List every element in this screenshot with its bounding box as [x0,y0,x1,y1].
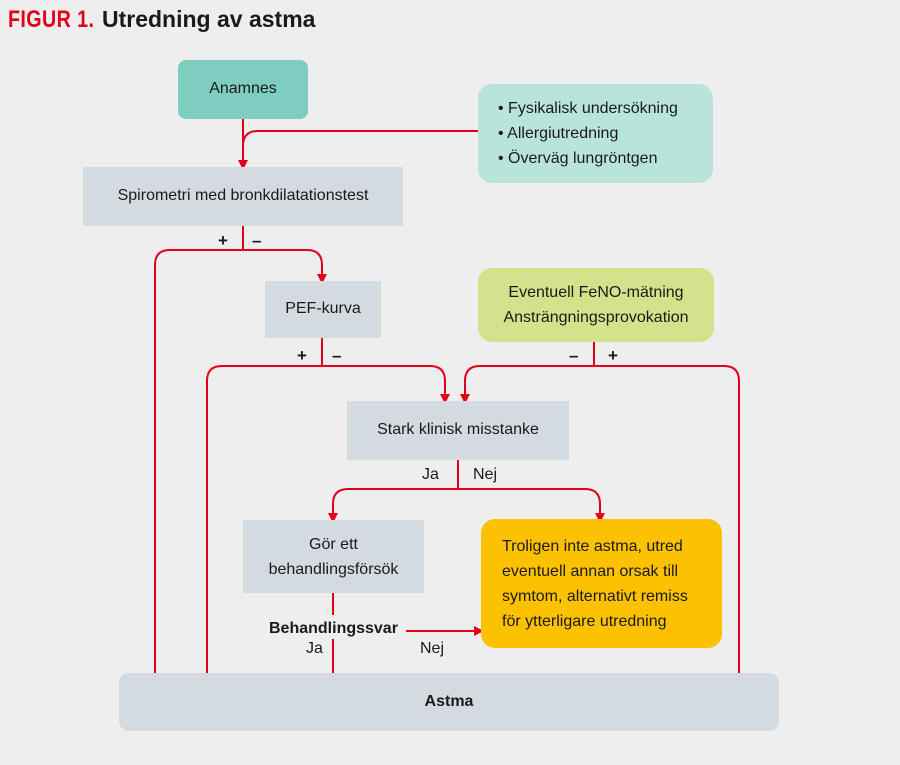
node-pef: PEF-kurva [265,281,381,338]
figure-header: FIGUR 1. Utredning av astma [8,6,315,40]
node-behandling: Gör ett behandlingsförsök [243,520,424,593]
arrow-pef-plus [202,338,323,684]
edge-label-pef-minus: – [332,346,342,365]
edge-label-feno-plus: + [608,346,618,365]
arrow-feno-minus [460,342,595,404]
arrow-stark-nej [458,488,605,523]
arrow-stark-ja [328,460,459,523]
node-astma: Astma [119,673,779,731]
physical-exam-list: Fysikalisk undersökning Allergiutredning… [498,96,678,171]
node-stark: Stark klinisk misstanke [347,401,569,460]
node-pef-label: PEF-kurva [285,300,361,318]
node-physical-exam: Fysikalisk undersökning Allergiutredning… [478,84,713,183]
node-spirometri-label: Spirometri med bronkdilatationstest [117,187,369,205]
physical-exam-item: Fysikalisk undersökning [498,96,678,121]
figure-label: FIGUR 1. [8,6,95,33]
arrow-spiro-plus [150,226,244,684]
arrow-pef-minus [322,365,450,404]
node-spirometri: Spirometri med bronkdilatationstest [83,167,403,226]
node-troligen-label: Troligen inte astma, utred eventuell ann… [502,537,688,630]
node-stark-label: Stark klinisk misstanke [377,421,539,439]
edge-label-feno-minus: – [569,346,579,365]
edge-label-spiro-plus: + [218,231,228,250]
node-feno: Eventuell FeNO-mätning Ansträngningsprov… [478,268,714,342]
node-anamnes-label: Anamnes [209,80,277,98]
edge-label-pef-plus: + [297,346,307,365]
arrow-feno-plus [594,365,744,684]
edge-label-stark-nej: Nej [473,466,498,483]
arrow-spiro-minus [243,249,327,284]
physical-exam-item: Överväg lungröntgen [498,146,678,171]
node-feno-label: Eventuell FeNO-mätning Ansträngningsprov… [503,284,689,326]
edge-label-spiro-minus: – [252,231,262,250]
node-anamnes: Anamnes [178,60,308,119]
edge-label-behandling-nej: Nej [420,640,445,657]
node-troligen: Troligen inte astma, utred eventuell ann… [481,519,722,648]
edge-label-behandling-ja: Ja [306,640,323,657]
edge-label-behandlingssvar: Behandlingssvar [269,620,398,637]
physical-exam-item: Allergiutredning [498,121,678,146]
node-astma-label: Astma [424,692,474,710]
node-behandling-label: Gör ett behandlingsförsök [268,535,399,578]
figure-title: Utredning av astma [102,6,316,32]
edge-label-stark-ja: Ja [422,466,439,483]
arrow-physical-join [242,130,478,147]
